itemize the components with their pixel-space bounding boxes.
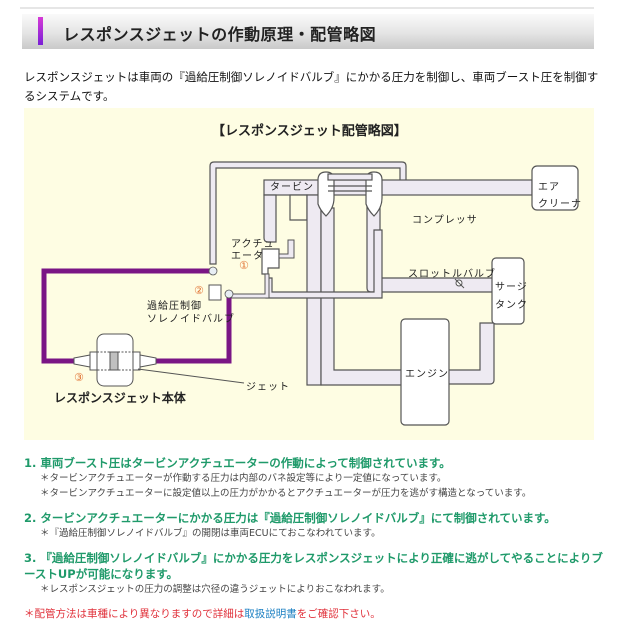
piping-diagram-graphic bbox=[41, 161, 579, 426]
notes-list: 1. 車両ブースト圧はタービンアクチュエーターの作動によって制御されています。 … bbox=[24, 455, 604, 621]
compressor-label: コンプレッサ bbox=[412, 215, 478, 226]
note-item: 1. 車両ブースト圧はタービンアクチュエーターの作動によって制御されています。 … bbox=[24, 455, 604, 501]
note-detail: ＊タービンアクチュエーターが作動する圧力は内部のバネ設定等により一定値になってい… bbox=[40, 473, 447, 484]
warning-prefix: ＊配管方法は車種により異なりますので詳細は bbox=[24, 608, 245, 620]
warning-note: ＊配管方法は車種により異なりますので詳細は取扱説明書をご確認下さい。 bbox=[24, 606, 604, 621]
note-detail: ＊『過給圧制御ソレノイドバルブ』の開閉は車両ECUにておこなわれています。 bbox=[40, 528, 381, 539]
turbine-label: タービン bbox=[270, 182, 314, 193]
surge-tank-label-2: タンク bbox=[495, 300, 528, 311]
engine-label: エンジン bbox=[405, 369, 449, 380]
intro-text: レスポンスジェットは車両の『過給圧制御ソレノイドバルブ』にかかる圧力を制御し、車… bbox=[24, 70, 599, 103]
air-cleaner-label-2: クリーナ bbox=[538, 199, 582, 210]
note-item: 3. 『過給圧制御ソレノイドバルブ』にかかる圧力をレスポンスジェットにより正確に… bbox=[24, 550, 604, 597]
note-heading: 3. 『過給圧制御ソレノイドバルブ』にかかる圧力をレスポンスジェットにより正確に… bbox=[24, 551, 603, 581]
page-title: レスポンスジェットの作動原理・配管略図 bbox=[63, 25, 377, 44]
jet-label: ジェット bbox=[246, 382, 290, 393]
solenoid-label-2: ソレノイドバルブ bbox=[147, 314, 235, 325]
marker-1: ① bbox=[239, 259, 249, 272]
solenoid-label-1: 過給圧制御 bbox=[147, 301, 202, 312]
section-heading: レスポンスジェットの作動原理・配管略図 bbox=[22, 14, 594, 49]
note-item: 2. タービンアクチュエーターにかかる圧力は『過給圧制御ソレノイドバルブ』にて制… bbox=[24, 510, 604, 541]
throttle-valve-label: スロットルバルブ bbox=[408, 269, 496, 280]
note-detail: ＊タービンアクチュエーターに設定値以上の圧力がかかるとアクチュエーターが圧力を逃… bbox=[40, 488, 532, 499]
top-divider bbox=[20, 7, 594, 9]
note-heading: 1. 車両ブースト圧はタービンアクチュエーターの作動によって制御されています。 bbox=[24, 456, 451, 470]
piping-diagram: 【レスポンスジェット配管略図】 タービン コンプレッサ エア クリーナ アクチュ… bbox=[24, 108, 594, 440]
air-cleaner-label-1: エア bbox=[538, 182, 560, 193]
warning-suffix: をご確認下さい。 bbox=[296, 608, 381, 620]
heading-accent-bar bbox=[38, 17, 43, 45]
note-heading: 2. タービンアクチュエーターにかかる圧力は『過給圧制御ソレノイドバルブ』にて制… bbox=[24, 511, 556, 525]
surge-tank-label-1: サージ bbox=[495, 282, 528, 293]
note-detail: ＊レスポンスジェットの圧力の調整は穴径の違うジェットによりおこなわれます。 bbox=[40, 584, 390, 595]
marker-3: ③ bbox=[74, 371, 84, 384]
manual-link[interactable]: 取扱説明書 bbox=[244, 608, 297, 620]
actuator-label-1: アクチュ bbox=[231, 239, 275, 250]
actuator-label-2: エータ bbox=[231, 251, 264, 262]
marker-2: ② bbox=[194, 284, 204, 297]
diagram-title: 【レスポンスジェット配管略図】 bbox=[212, 124, 407, 139]
response-jet-body-label: レスポンスジェット本体 bbox=[54, 391, 186, 405]
